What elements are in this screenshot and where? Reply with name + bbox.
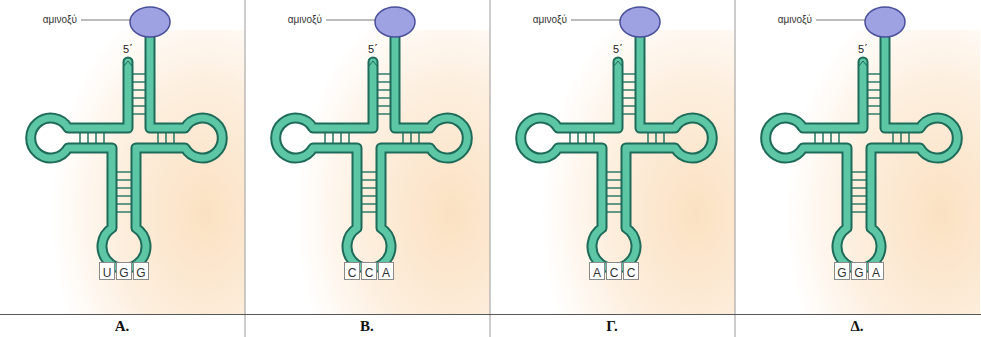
anticodon-box: G	[116, 262, 132, 280]
base-letter: G	[854, 266, 863, 280]
anticodon-box: A	[868, 262, 884, 280]
panel-divider	[245, 0, 735, 337]
base-letter: C	[348, 266, 357, 280]
base-letter: C	[627, 266, 636, 280]
anticodon-box: C	[344, 262, 360, 280]
base-letter: G	[136, 266, 145, 280]
trna-figure	[276, 7, 490, 314]
base-letter: A	[382, 266, 390, 280]
end-label: 5΄	[368, 43, 378, 56]
base-letter: U	[103, 266, 112, 280]
base-letter: A	[593, 266, 601, 280]
anticodon-box: U	[99, 262, 115, 280]
base-letter: C	[610, 266, 619, 280]
base-letter: C	[365, 266, 374, 280]
part-label: αμινοξύ	[778, 14, 812, 26]
anticodon-box: A	[378, 262, 394, 280]
anticodon-box: G	[851, 262, 867, 280]
anticodon-box: C	[361, 262, 377, 280]
part-label: αμινοξύ	[533, 14, 567, 26]
base-letter: A	[872, 266, 880, 280]
anticodon-box: G	[133, 262, 149, 280]
panel-letter: Α.	[115, 317, 130, 335]
anticodon-box: C	[623, 262, 639, 280]
part-label: αμινοξύ	[43, 14, 77, 26]
row-divider	[0, 314, 981, 315]
end-label: 5΄	[123, 43, 133, 56]
trna-figure	[521, 7, 735, 314]
anticodon-box: C	[606, 262, 622, 280]
panel-letter: Γ.	[606, 317, 617, 335]
anticodon-box: A	[589, 262, 605, 280]
trna-figure	[766, 7, 980, 314]
panel-letter: Δ.	[850, 317, 863, 335]
panel-letter: Β.	[360, 317, 374, 335]
trna-figure	[31, 7, 245, 314]
end-label: 5΄	[858, 43, 868, 56]
base-letter: G	[119, 266, 128, 280]
base-letter: G	[837, 266, 846, 280]
end-label: 5΄	[613, 43, 623, 56]
part-label: αμινοξύ	[288, 14, 322, 26]
anticodon-box: G	[834, 262, 850, 280]
